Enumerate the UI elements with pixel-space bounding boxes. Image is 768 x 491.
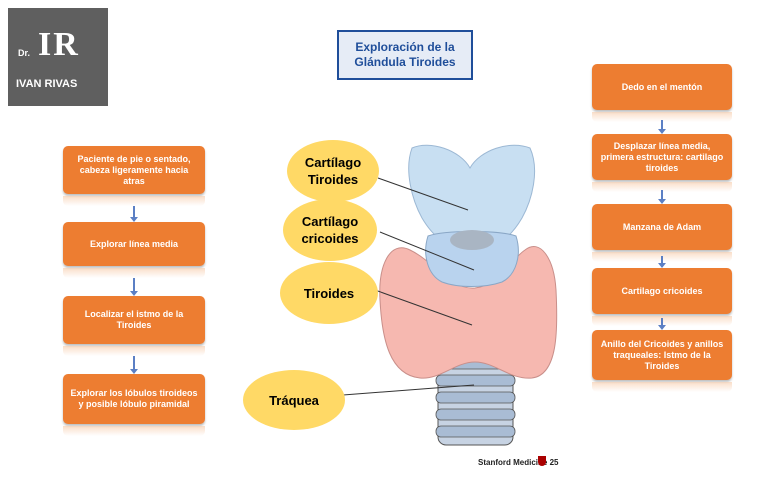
right-arrow-4: [658, 318, 666, 330]
left-step-3-reflection: [63, 346, 205, 356]
logo-mark: IR: [38, 26, 80, 63]
right-arrow-1: [658, 120, 666, 134]
left-step-2-reflection: [63, 268, 205, 278]
label-cartilago-cricoides: Cartílago cricoides: [283, 199, 377, 261]
logo-prefix: Dr.: [18, 48, 31, 58]
left-step-1-reflection: [63, 196, 205, 206]
left-arrow-3: [130, 356, 138, 374]
right-step-5-reflection: [592, 382, 732, 392]
leader-traquea: [342, 384, 475, 396]
logo-name: IVAN RIVAS: [16, 78, 78, 90]
thyroid-cartilage: [408, 144, 536, 251]
logo: Dr. IR IVAN RIVAS: [8, 8, 108, 106]
diagram-title: Exploración de la Glándula Tiroides: [337, 30, 473, 80]
left-step-4: Explorar los lóbulos tiroideos y posible…: [63, 374, 205, 424]
right-step-3: Manzana de Adam: [592, 204, 732, 250]
right-step-5: Anillo del Cricoides y anillos traqueale…: [592, 330, 732, 380]
label-tiroides: Tiroides: [280, 262, 378, 324]
left-step-1: Paciente de pie o sentado, cabeza ligera…: [63, 146, 205, 194]
right-arrow-3: [658, 256, 666, 268]
left-step-4-reflection: [63, 426, 205, 436]
right-step-1: Dedo en el mentón: [592, 64, 732, 110]
left-step-3: Localizar el istmo de la Tiroides: [63, 296, 205, 344]
stanford-shield-icon: [538, 456, 546, 466]
left-arrow-2: [130, 278, 138, 296]
label-traquea: Tráquea: [243, 370, 345, 430]
thyroid-illustration: [342, 144, 558, 446]
leader-tiroides: [374, 289, 473, 326]
right-step-2: Desplazar línea media, primera estructur…: [592, 134, 732, 180]
right-arrow-2: [658, 190, 666, 204]
left-arrow-1: [130, 206, 138, 222]
cricoid-ring: [450, 230, 494, 250]
right-step-4: Cartilago cricoides: [592, 268, 732, 314]
label-cartilago-tiroides: Cartílago Tiroides: [287, 140, 379, 202]
leader-tiroides-cart: [377, 177, 469, 211]
right-step-2-reflection: [592, 182, 732, 192]
right-step-1-reflection: [592, 112, 732, 122]
leader-cricoides: [379, 231, 475, 271]
image-credit: Stanford Medicine 25: [478, 458, 559, 467]
left-step-2: Explorar línea media: [63, 222, 205, 266]
